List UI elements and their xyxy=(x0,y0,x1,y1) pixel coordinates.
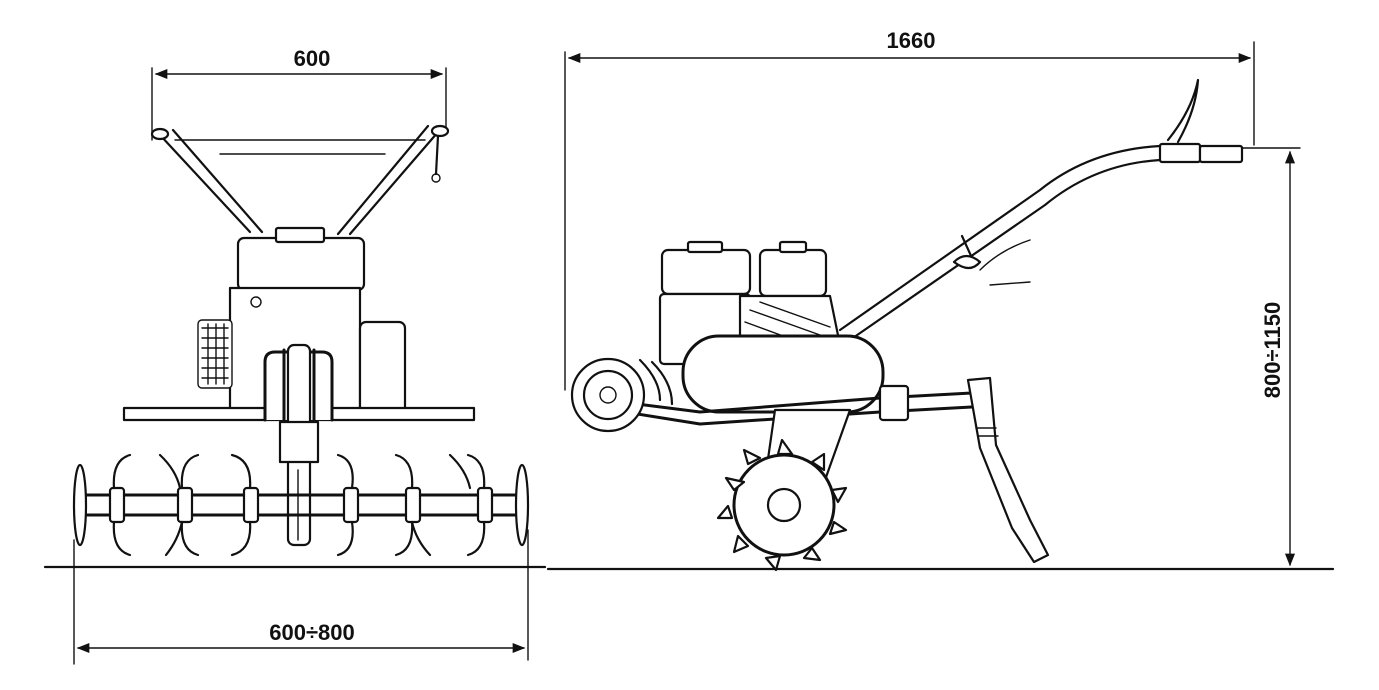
dimension-label-working-width: 600÷800 xyxy=(269,620,355,645)
dimension-label-length: 1660 xyxy=(887,28,936,53)
depth-stake-side xyxy=(966,376,1050,564)
handlebar-front xyxy=(150,124,450,236)
dimension-label-handle-height: 800÷1150 xyxy=(1260,302,1285,399)
dimension-length: 1660 xyxy=(564,28,1255,391)
dimension-handle-height: 800÷1150 xyxy=(1239,147,1301,567)
side-view: 1660 800÷1150 xyxy=(564,28,1301,572)
dimension-working-width: 600÷800 xyxy=(73,529,529,665)
handlebar-side xyxy=(838,78,1244,342)
dimension-handle-width: 600 xyxy=(151,46,447,141)
front-view: 600 xyxy=(72,46,530,665)
tiller-rotor-side xyxy=(716,438,848,572)
adjust-knob-side xyxy=(952,234,982,270)
transport-wheel-side xyxy=(570,357,646,433)
tines-front xyxy=(112,453,486,557)
dimension-label-handle-width: 600 xyxy=(294,46,331,71)
engine-side xyxy=(658,240,842,366)
